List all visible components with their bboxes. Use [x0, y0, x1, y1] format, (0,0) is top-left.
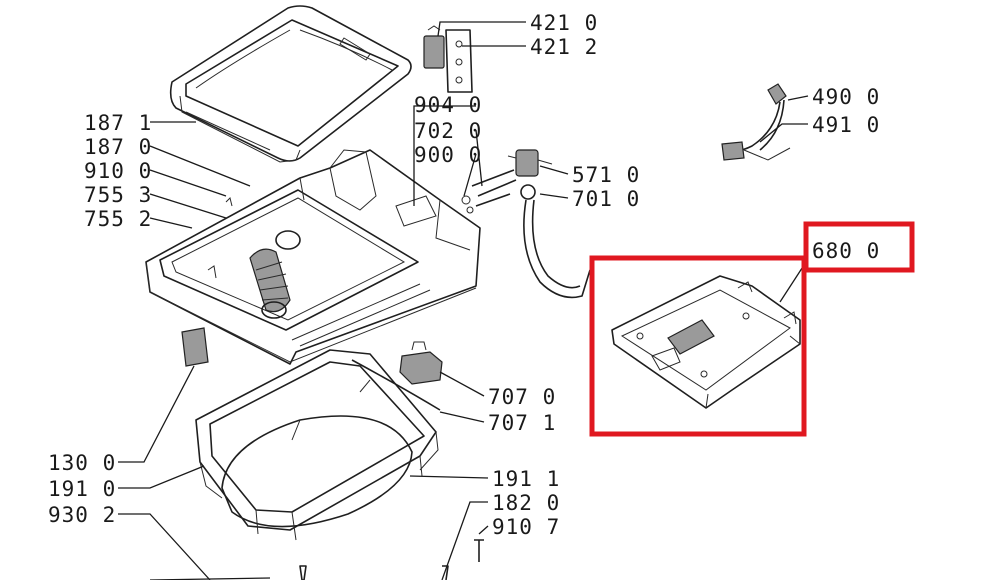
- label-755-3: 755 3: [84, 183, 152, 207]
- label-701-0: 701 0: [572, 187, 640, 211]
- label-191-1: 191 1: [492, 467, 560, 491]
- screws-part: [299, 539, 484, 580]
- label-187-0: 187 0: [84, 135, 152, 159]
- bottom-panel-part: [611, 275, 801, 409]
- part-labels: 421 0 421 2 490 0 491 0 904 0 702 0 900 …: [48, 11, 880, 539]
- label-187-1: 187 1: [84, 111, 152, 135]
- cover-part: [181, 327, 209, 367]
- hose-bits-part: [461, 169, 517, 214]
- label-910-7: 910 7: [492, 515, 560, 539]
- dispenser-drawer-part: [169, 5, 412, 163]
- label-755-2: 755 2: [84, 207, 152, 231]
- label-182-0: 182 0: [492, 491, 560, 515]
- highlight-box-panel: [589, 255, 807, 437]
- highlight-box-label: [803, 221, 915, 273]
- top-frame-part: [145, 149, 481, 365]
- label-904-0: 904 0: [414, 93, 482, 117]
- label-680-0: 680 0: [812, 239, 880, 263]
- label-191-0: 191 0: [48, 477, 116, 501]
- label-130-0: 130 0: [48, 451, 116, 475]
- label-491-0: 491 0: [812, 113, 880, 137]
- tub-ring-part: [195, 349, 439, 541]
- label-421-0: 421 0: [530, 11, 598, 35]
- label-707-1: 707 1: [488, 411, 556, 435]
- label-900-0: 900 0: [414, 143, 482, 167]
- door-lock-part: [423, 25, 473, 93]
- label-421-2: 421 2: [530, 35, 598, 59]
- power-cable-part: [721, 83, 791, 161]
- inlet-valve-part: [507, 149, 591, 299]
- label-571-0: 571 0: [572, 163, 640, 187]
- label-930-2: 930 2: [48, 503, 116, 527]
- pressure-switch-part: [351, 341, 443, 411]
- label-707-0: 707 0: [488, 385, 556, 409]
- label-702-0: 702 0: [414, 119, 482, 143]
- highlight-boxes: [589, 221, 915, 437]
- label-910-0: 910 0: [84, 159, 152, 183]
- label-490-0: 490 0: [812, 85, 880, 109]
